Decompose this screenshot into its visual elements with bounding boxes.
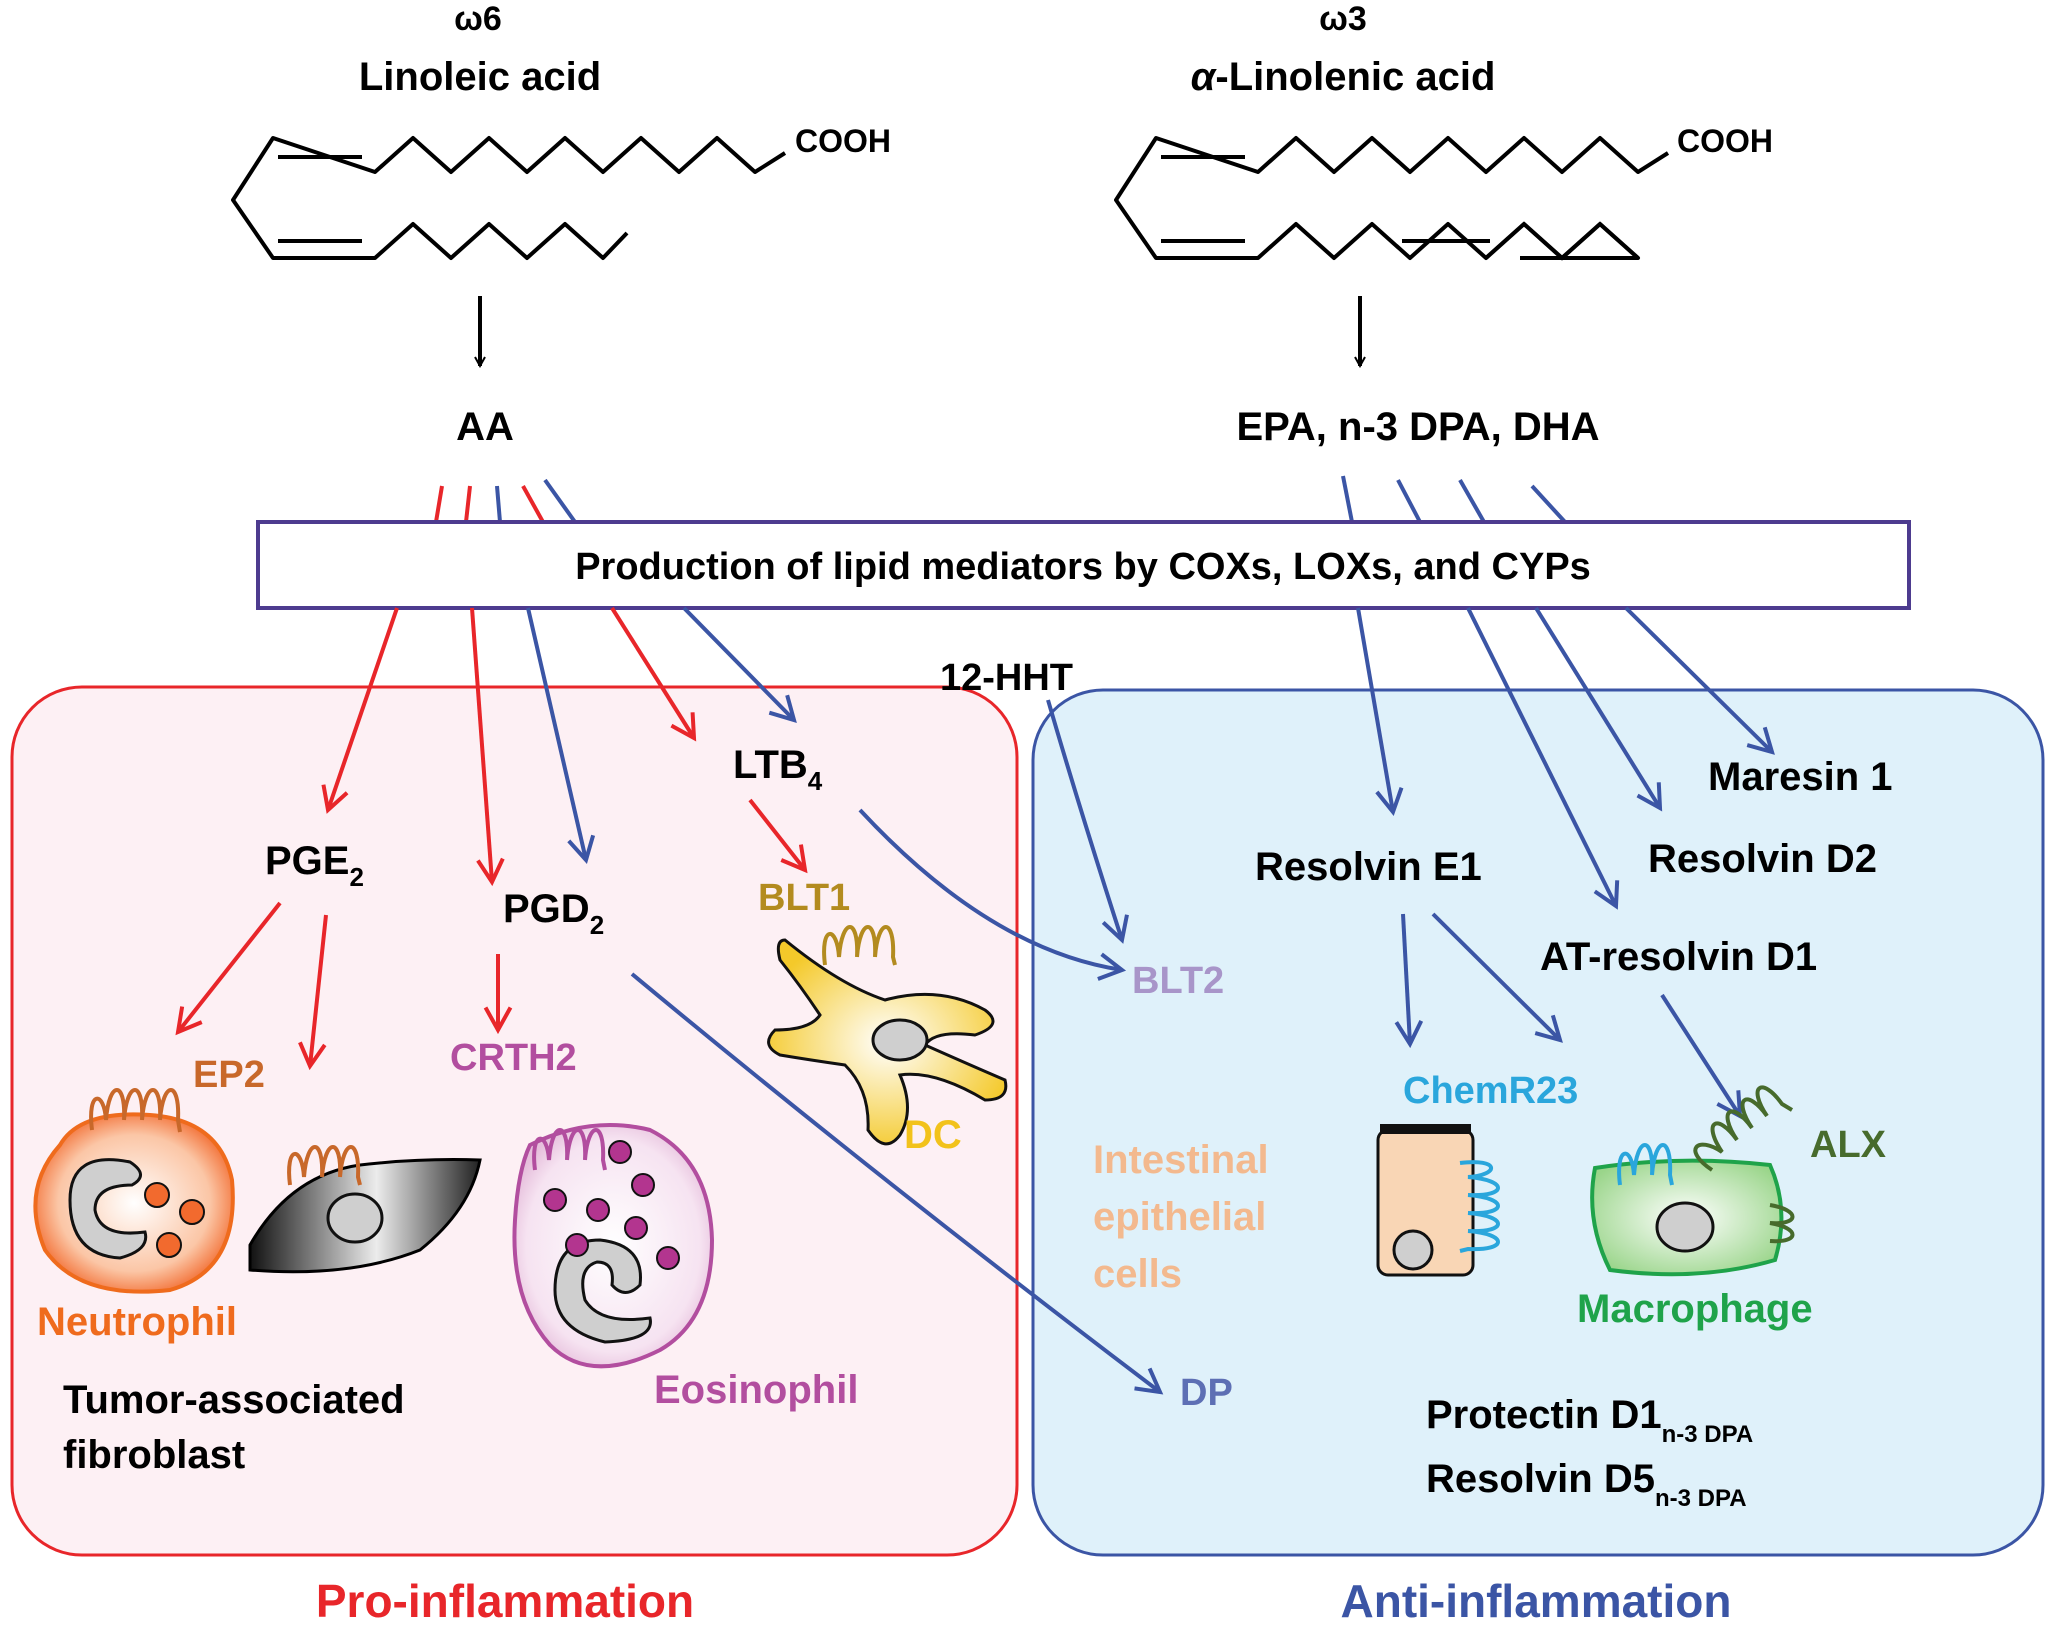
linolenic-name: -Linolenic acid [1215, 55, 1495, 99]
linolenic-cooh: COOH [1677, 123, 1773, 159]
at-resolvin-label: AT-resolvin D1 [1540, 935, 1817, 979]
alpha-prefix: α [1191, 55, 1218, 99]
linolenic-tail [1484, 221, 1640, 261]
macrophage-cell [1590, 1085, 1795, 1277]
omega3-label: ω3 [1319, 0, 1367, 38]
anti-receptor-arrows [1394, 912, 1743, 1120]
pge2-label: PGE2 [265, 839, 364, 892]
pgd2-label: PGD2 [503, 887, 604, 940]
pro-inflammation-footer: Pro-inflammation [316, 1575, 694, 1627]
neutrophil-label: Neutrophil [37, 1300, 237, 1344]
aa-label: AA [456, 405, 514, 449]
alx-label: ALX [1810, 1124, 1887, 1166]
resolvin-d2-label: Resolvin D2 [1648, 837, 1877, 881]
resolvin-d5-label: Resolvin D5n-3 DPA [1426, 1457, 1747, 1512]
epithelial-label-line3: cells [1093, 1252, 1182, 1296]
fibroblast-cell [248, 1145, 482, 1274]
fibroblast-label-line1: Tumor-associated [63, 1378, 405, 1422]
macrophage-label: Macrophage [1577, 1287, 1813, 1331]
maresin-label: Maresin 1 [1708, 755, 1893, 799]
linoleic-cooh: COOH [795, 123, 891, 159]
production-label: Production of lipid mediators by COXs, L… [575, 546, 1591, 588]
ep2-label: EP2 [193, 1054, 265, 1096]
omega6-label: ω6 [454, 0, 502, 38]
eosinophil-label: Eosinophil [654, 1368, 858, 1412]
epithelial-label-line1: Intestinal [1093, 1138, 1269, 1182]
linolenic-acid-title: α-Linolenic acid [1191, 55, 1496, 99]
anti-inflammation-box [1031, 688, 2045, 1557]
epithelial-cell [1376, 1124, 1500, 1277]
resolvin-e1-label: Resolvin E1 [1255, 845, 1482, 889]
dc-label: DC [904, 1113, 962, 1157]
n3-pufa-label: EPA, n-3 DPA, DHA [1237, 405, 1600, 449]
linoleic-acid-structure [231, 136, 787, 260]
upper-arrows [434, 475, 1567, 524]
dp-label: DP [1180, 1372, 1233, 1414]
pro-receptor-arrows [175, 699, 1164, 1395]
hht-label: 12-HHT [940, 657, 1073, 699]
production-box [256, 520, 1911, 610]
linoleic-acid-title: Linoleic acid [359, 55, 601, 99]
chemr23-label: ChemR23 [1403, 1070, 1578, 1112]
linolenic-acid-structure [1114, 136, 1670, 260]
ltb4-label: LTB4 [733, 743, 823, 796]
blt2-label: BLT2 [1132, 960, 1224, 1002]
eosinophil-cell [512, 1123, 715, 1369]
epithelial-label-line2: epithelial [1093, 1195, 1266, 1239]
blt1-label: BLT1 [758, 877, 850, 919]
pro-inflammation-box [10, 685, 1019, 1557]
neutrophil-cell [33, 1088, 235, 1294]
crth2-label: CRTH2 [450, 1037, 577, 1079]
mediator-arrows [321, 606, 1775, 910]
dendritic-cell [767, 925, 1008, 1146]
anti-inflammation-footer: Anti-inflammation [1341, 1575, 1732, 1627]
fibroblast-label-line2: fibroblast [63, 1433, 245, 1477]
protectin-label: Protectin D1n-3 DPA [1426, 1393, 1753, 1448]
